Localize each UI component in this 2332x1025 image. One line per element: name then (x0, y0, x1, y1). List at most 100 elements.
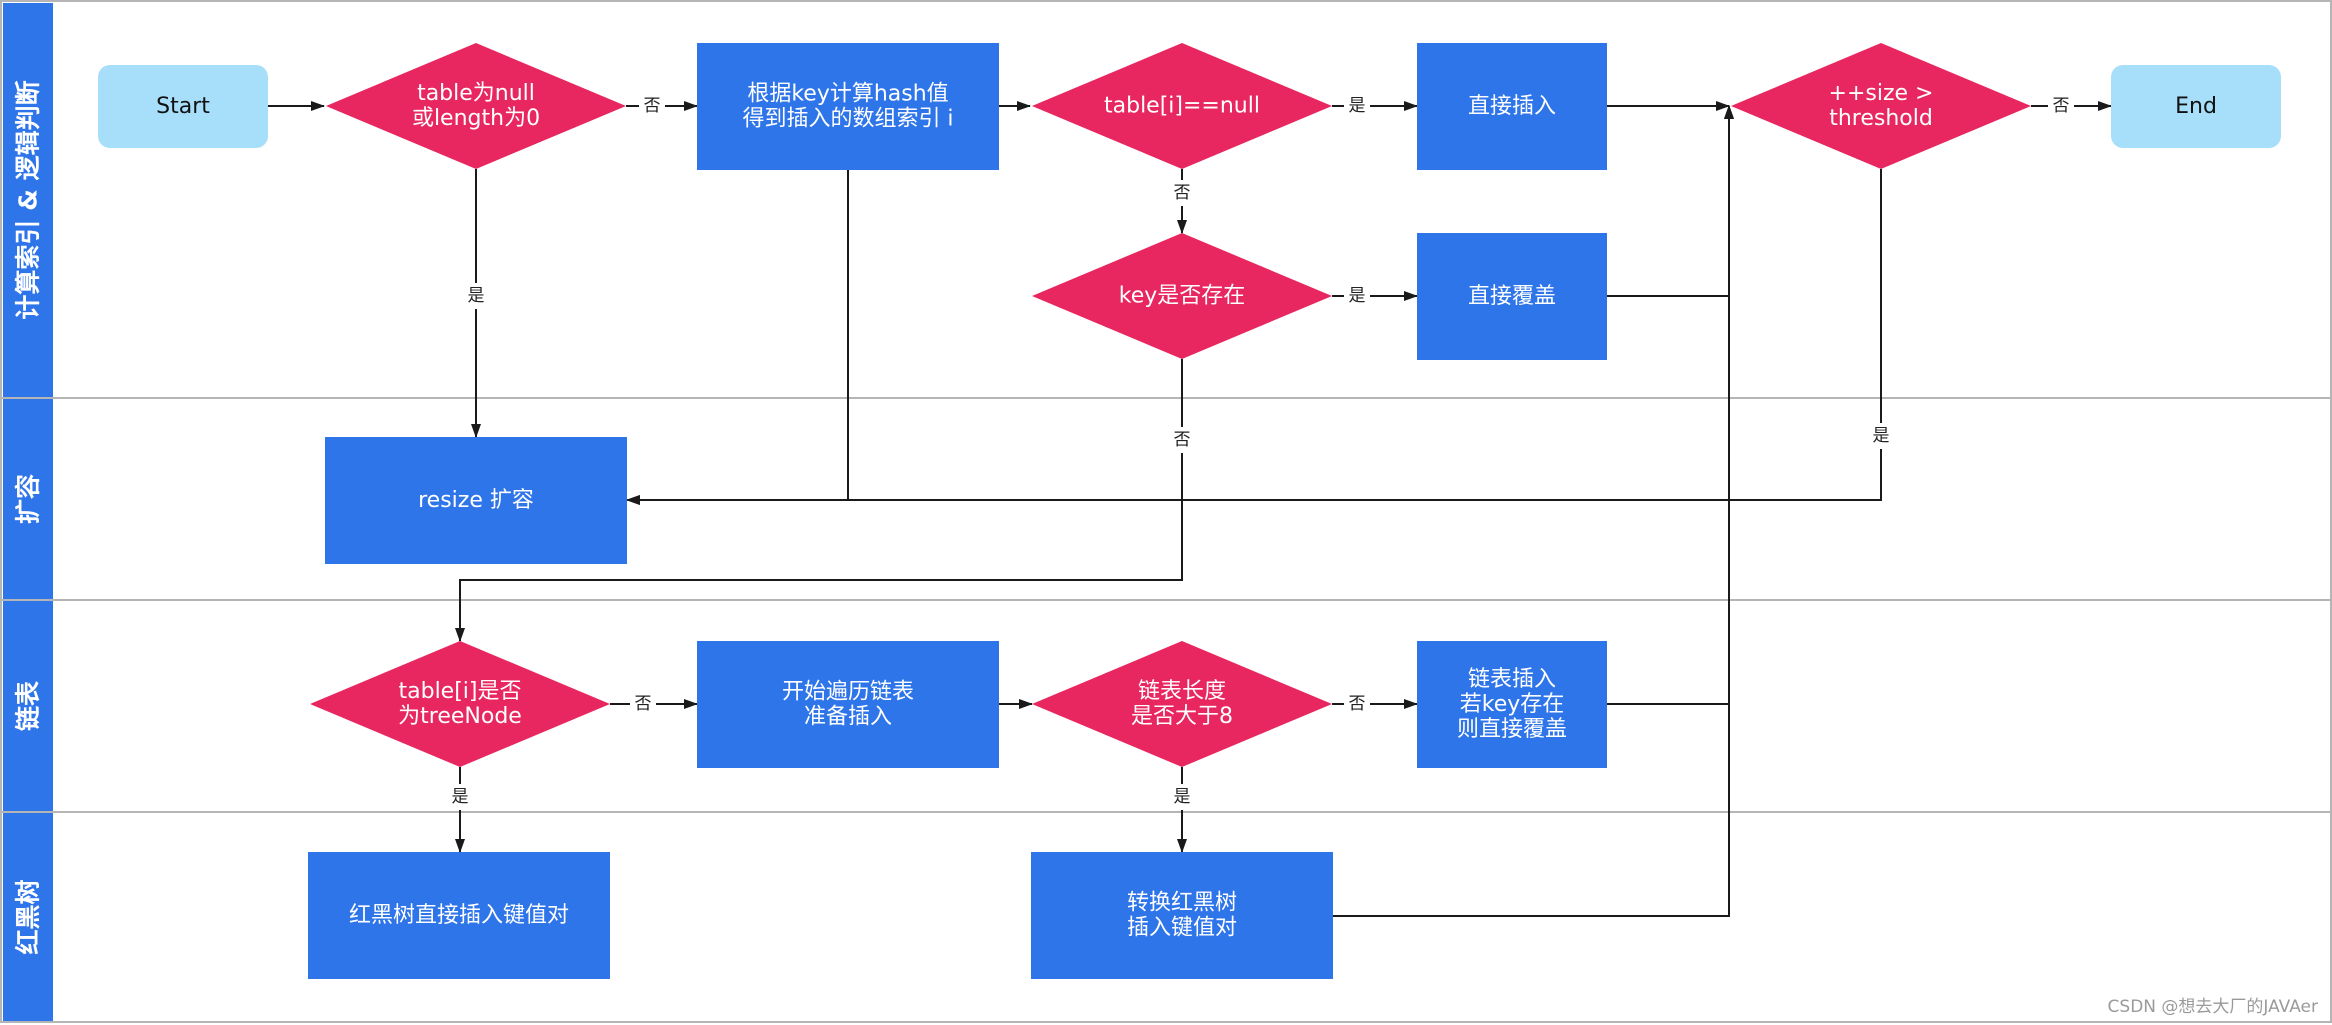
watermark: CSDN @想去大厂的JAVAer (2108, 997, 2318, 1017)
edge-label: 否 (1349, 694, 1366, 714)
process-box (1031, 852, 1333, 979)
node-label: 插入键值对 (1127, 916, 1237, 941)
node-label: 链表长度 (1138, 679, 1226, 704)
edge-label: 是 (1873, 426, 1890, 446)
lane-label: 链表 (14, 680, 43, 731)
node-label: 是否大于8 (1131, 704, 1233, 729)
lane-tree: 红黑树 (0, 811, 2332, 1021)
decision-diamond (1032, 233, 1332, 359)
edge-label: 否 (644, 96, 661, 116)
edge-label-bg (1344, 93, 1370, 119)
lane-list: 链表 (0, 599, 2332, 811)
edge-convert_tree-to-size_check (1333, 105, 1734, 917)
node-label: resize 扩容 (418, 488, 534, 513)
node-slot-null: table[i]==null (1032, 43, 1332, 169)
node-label: 则直接覆盖 (1457, 717, 1567, 742)
edge-label-bg (447, 784, 473, 810)
decision-diamond (1032, 43, 1332, 169)
edge-size_check-to-resize (626, 169, 1882, 505)
lane-label: 扩容 (14, 474, 43, 524)
edge-label: 是 (1174, 787, 1191, 807)
edge-label-bg (1169, 180, 1195, 206)
node-label: 链表插入 (1468, 667, 1556, 692)
node-label: 根据key计算hash值 (747, 82, 948, 107)
edge-label-bg (639, 93, 665, 119)
node-label: key是否存在 (1119, 284, 1246, 309)
node-label: ++size > (1829, 81, 1934, 106)
node-label: 若key存在 (1460, 692, 1565, 717)
process-box (697, 43, 999, 170)
node-end: End (2111, 65, 2281, 148)
lane-label: 计算索引 & 逻辑判断 (14, 80, 43, 319)
edge-label: 否 (635, 694, 652, 714)
decision-diamond (1032, 641, 1332, 767)
process-box (1417, 233, 1607, 360)
node-overwrite: 直接覆盖 (1417, 233, 1607, 360)
decision-diamond (326, 43, 626, 169)
edge-label-bg (1868, 423, 1894, 449)
edge-label-bg (1169, 784, 1195, 810)
lane-header-bar (3, 3, 53, 397)
edge-key_exists-to-is_treenode (455, 359, 1183, 642)
lane-label: 红黑树 (14, 879, 43, 954)
node-size-check: ++size >threshold (1731, 43, 2031, 169)
node-label: End (2175, 94, 2217, 119)
node-label: 或length为0 (412, 106, 540, 131)
lane-header-bar (3, 813, 53, 1021)
terminal-shape (98, 65, 268, 148)
lane-calc: 计算索引 & 逻辑判断 (3, 3, 53, 397)
edge-label: 是 (1349, 286, 1366, 306)
edge-label-bg (463, 283, 489, 309)
lane-resize: 扩容 (0, 397, 2332, 599)
process-box (697, 641, 999, 768)
process-box (325, 437, 627, 564)
node-label: threshold (1829, 106, 1933, 131)
node-label: 准备插入 (804, 705, 892, 730)
node-label: Start (156, 94, 210, 119)
edge-label-bg (2048, 93, 2074, 119)
node-label: table[i]==null (1104, 94, 1260, 119)
node-key-exists: key是否存在 (1032, 233, 1332, 359)
edge-label: 是 (452, 787, 469, 807)
edge-label: 否 (1174, 430, 1191, 450)
edge-label-bg (1344, 691, 1370, 717)
node-label: 得到插入的数组索引 i (742, 107, 953, 132)
node-label: 转换红黑树 (1127, 891, 1237, 916)
node-label: 直接覆盖 (1468, 284, 1556, 309)
edge-label: 否 (1174, 183, 1191, 203)
decision-diamond (310, 641, 610, 767)
node-label: table为null (417, 81, 535, 106)
edge-label: 否 (2053, 96, 2070, 116)
lane-header-bar (3, 399, 53, 599)
node-label: 为treeNode (398, 704, 522, 729)
edge-label-bg (630, 691, 656, 717)
lane-header-bar (3, 601, 53, 811)
node-resize: resize 扩容 (325, 437, 627, 564)
node-label: table[i]是否 (399, 679, 522, 704)
node-start: Start (98, 65, 268, 148)
node-label: 直接插入 (1468, 94, 1556, 119)
edge-label-bg (1344, 283, 1370, 309)
terminal-shape (2111, 65, 2281, 148)
node-tree-insert: 红黑树直接插入键值对 (308, 852, 610, 979)
edge-label-bg (1169, 427, 1195, 453)
process-box (1417, 43, 1607, 170)
edge-label: 是 (1349, 96, 1366, 116)
process-box (1417, 641, 1607, 768)
process-box (308, 852, 610, 979)
node-label: 开始遍历链表 (782, 680, 914, 705)
edge-label: 是 (468, 286, 485, 306)
decision-diamond (1731, 43, 2031, 169)
node-label: 红黑树直接插入键值对 (349, 903, 569, 928)
node-insert-direct: 直接插入 (1417, 43, 1607, 170)
